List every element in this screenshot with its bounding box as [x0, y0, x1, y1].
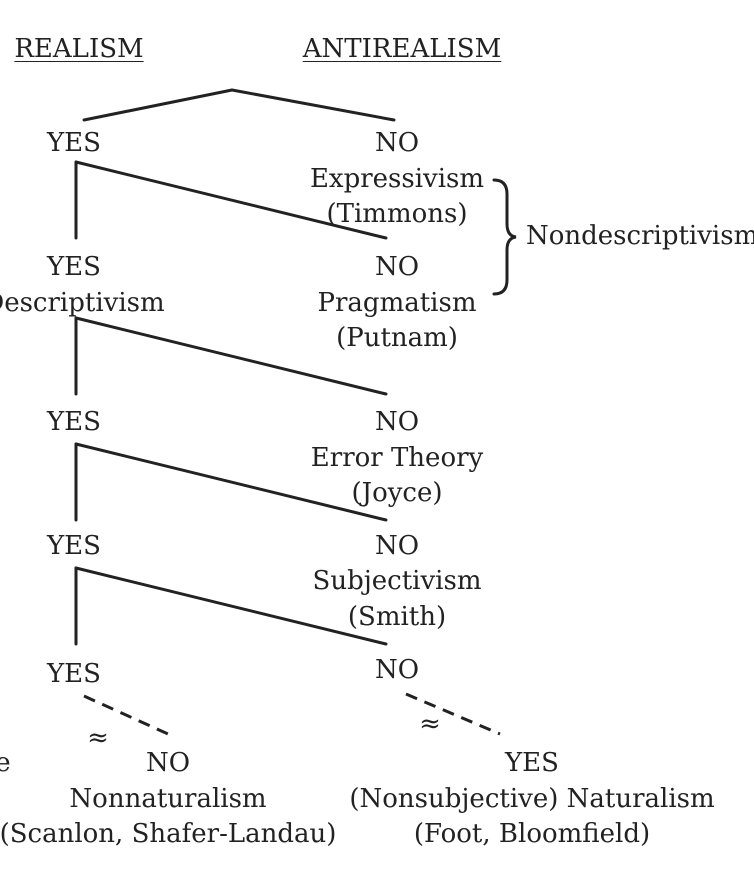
no-level-1: NO [374, 128, 420, 158]
descriptivism-label: Descriptivism [0, 288, 165, 318]
subjectivism-author: (Smith) [347, 602, 447, 632]
nondescriptivism-label: Nondescriptivism [526, 221, 754, 251]
error-theory-author: (Joyce) [351, 478, 443, 508]
root-branch-right [230, 88, 396, 122]
branch-3-no [74, 442, 388, 522]
yes-level-2: YES [47, 252, 101, 282]
naturalism-answer: YES [505, 748, 559, 778]
pragmatism-label: Pragmatism [317, 288, 477, 318]
no-level-3: NO [374, 407, 420, 437]
nonnaturalism-label: Nonnaturalism [69, 784, 267, 814]
antirealism-header: ANTIREALISM [302, 34, 502, 64]
dashed-branch-right [405, 692, 501, 736]
no-level-5: NO [374, 655, 420, 685]
pragmatism-author: (Putnam) [336, 323, 458, 353]
naturalism-authors: (Foot, Bloomfield) [413, 819, 651, 849]
nonnaturalism-answer: NO [145, 748, 191, 778]
realism-header: REALISM [14, 34, 144, 64]
branch-4-no [74, 566, 388, 646]
root-branch-left [82, 88, 234, 122]
naturalism-label: (Nonsubjective) Naturalism [349, 784, 715, 814]
error-theory-label: Error Theory [310, 443, 484, 473]
subjectivism-label: Subjectivism [312, 566, 482, 596]
no-level-2: NO [374, 252, 420, 282]
cut-off-left-text: e [0, 748, 11, 778]
expressivism-label: Expressivism [309, 164, 485, 194]
nondescriptivism-brace [492, 178, 517, 296]
branch-2-no [74, 316, 388, 396]
nonnaturalism-authors: (Scanlon, Shafer-Landau) [0, 819, 337, 849]
approx-symbol-right: ≈ [419, 709, 441, 739]
no-level-4: NO [374, 531, 420, 561]
yes-level-4: YES [47, 531, 101, 561]
yes-level-1: YES [47, 128, 101, 158]
dashed-branch-left [83, 694, 169, 736]
expressivism-author: (Timmons) [326, 199, 468, 229]
branch-1-no [74, 160, 388, 240]
approx-symbol-left: ≈ [87, 723, 109, 753]
yes-level-5: YES [47, 659, 101, 689]
yes-level-3: YES [47, 407, 101, 437]
